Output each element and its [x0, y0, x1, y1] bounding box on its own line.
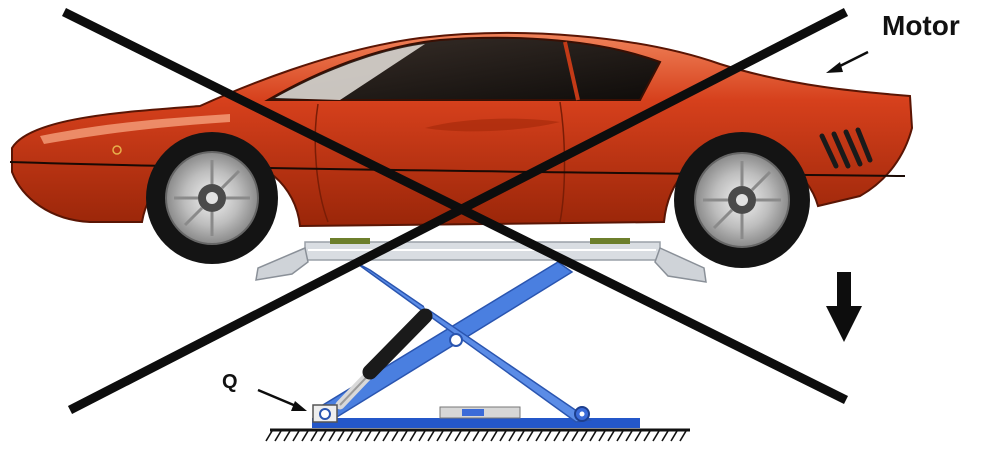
car-windshield [275, 44, 425, 100]
front-wheel [146, 132, 278, 264]
rear-wheel [674, 132, 810, 268]
motor-pointer-arrow [826, 50, 869, 73]
sports-car [9, 32, 914, 268]
hydraulic-cylinder [335, 308, 433, 410]
down-arrow-icon [826, 272, 862, 342]
q-pointer-arrow [257, 388, 307, 411]
cross-out-mark [61, 7, 849, 415]
scissor-arms [316, 261, 593, 423]
lift-base-plate [312, 418, 640, 428]
lift-base-slot-block [462, 409, 484, 416]
q-pivot [312, 404, 338, 423]
car-window [264, 36, 662, 101]
lift-platform [255, 238, 707, 283]
side-vents [819, 127, 873, 169]
q-label: Q [222, 371, 238, 393]
motor-label: Motor [882, 10, 960, 41]
car-highlight [40, 114, 230, 144]
fuel-cap [112, 145, 122, 155]
ground-hatching [265, 430, 687, 442]
ground [265, 428, 690, 442]
